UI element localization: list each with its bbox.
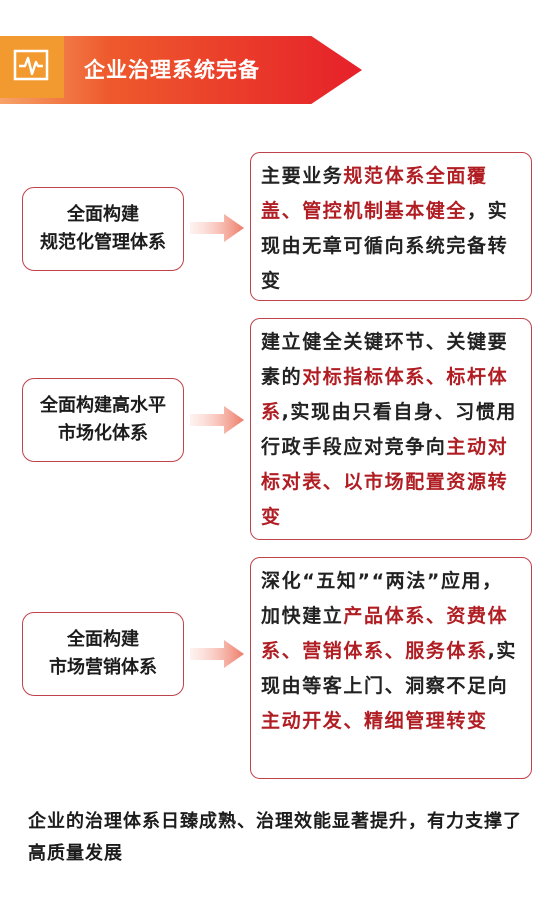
row-label-standardized-management: 全面构建 规范化管理体系	[22, 187, 184, 271]
pulse-monitor-icon	[13, 49, 49, 81]
row-label-line: 规范化管理体系	[40, 232, 166, 253]
desc-highlight: 产品体系、资费体系、营销体系、服务体系	[261, 605, 509, 662]
row-description: 建立健全关键环节、关键要素的对标指标体系、标杆体系,实现由只看自身、习惯用行政手…	[250, 318, 532, 540]
row-label-market-system: 全面构建高水平 市场化体系	[22, 378, 184, 462]
desc-segment: ,实现由只看自身、习惯用行政手段应对竞争向	[261, 401, 518, 458]
desc-segment: ,实现由等客上门、洞察不足向	[261, 640, 518, 697]
section-banner: 企业治理系统完备	[0, 36, 362, 104]
arrow-right-icon	[190, 406, 244, 434]
row-label-line: 市场化体系	[58, 423, 148, 444]
desc-highlight: 规范体系全面覆盖、管控机制基本健全	[261, 165, 488, 222]
desc-highlight: 主动对标对表、以市场配置资源转变	[261, 436, 509, 528]
desc-segment: 深化“五知”“两法”应用，加快建立	[261, 570, 503, 627]
row-label-line: 全面构建	[67, 629, 139, 650]
desc-segment: ，实现由无章可循向系统完备转变	[261, 200, 509, 292]
row-label-marketing-system: 全面构建 市场营销体系	[22, 612, 184, 696]
row-label-line: 全面构建	[67, 204, 139, 225]
desc-highlight: 主动开发、精细管理转变	[261, 710, 488, 732]
arrow-right-icon	[190, 640, 244, 668]
desc-highlight: 对标指标体系、标杆体系	[261, 366, 509, 423]
row-description: 深化“五知”“两法”应用，加快建立产品体系、资费体系、营销体系、服务体系,实现由…	[250, 557, 532, 779]
arrow-right-icon	[190, 214, 244, 242]
page-title: 企业治理系统完备	[84, 58, 260, 82]
row-description: 主要业务规范体系全面覆盖、管控机制基本健全，实现由无章可循向系统完备转变	[250, 152, 532, 301]
banner-icon-box	[0, 36, 64, 98]
desc-segment: 主要业务	[261, 165, 344, 187]
desc-segment: 建立健全关键环节、关键要素的	[261, 331, 509, 388]
row-label-line: 市场营销体系	[49, 657, 157, 678]
summary-text: 企业的治理体系日臻成熟、治理效能显著提升，有力支撑了高质量发展	[28, 811, 522, 864]
row-label-line: 全面构建高水平	[40, 395, 166, 416]
